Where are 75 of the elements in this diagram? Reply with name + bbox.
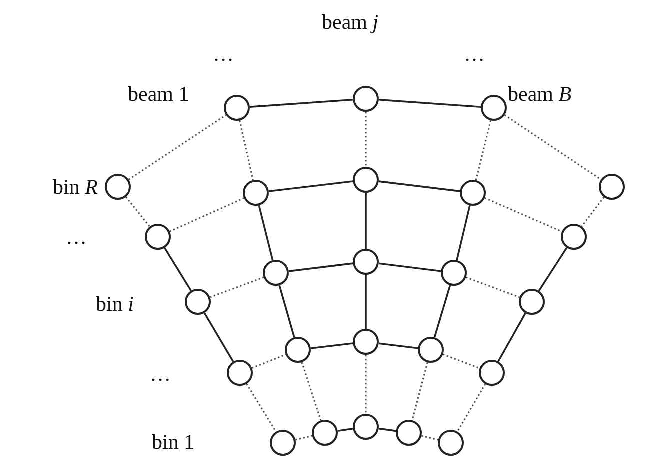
circle-node [441,260,467,286]
circle-node [396,420,422,446]
dotted-line [295,435,313,441]
circle-node [418,337,444,363]
connector-line [278,285,296,338]
connector-line [378,180,460,192]
beam-label: beam j [322,12,379,33]
dotted-line [210,276,264,298]
circle-node [227,360,253,386]
circle-node [479,360,505,386]
circle-node [285,337,311,363]
dotted-line [442,354,480,370]
connector-line [365,193,367,249]
circle-node [243,180,269,206]
dotted-line [581,196,605,228]
circle-node [353,414,379,440]
ellipsis: … [213,44,234,65]
bin-label: bin i [96,294,134,315]
ellipsis: … [464,44,485,65]
connector-line [456,205,471,261]
dotted-line [246,384,277,432]
circle-node [224,95,250,121]
connector-line [204,312,234,362]
dotted-line [466,276,520,298]
dotted-line [421,435,439,441]
connector-line [310,342,354,350]
beam-label: beam B [508,84,572,105]
connector-line [538,247,568,292]
circle-node [519,289,545,315]
circle-node [312,420,338,446]
circle-node [145,224,171,250]
connector-line [288,262,354,272]
connector-line [378,262,442,272]
dotted-line [456,384,486,432]
connector-line [378,428,396,432]
dotted-line [170,198,244,232]
connector-line [365,275,367,329]
dotted-line [412,362,428,421]
circle-node [353,329,379,355]
circle-node [353,249,379,275]
circle-node [460,180,486,206]
connector-line [250,99,354,108]
circle-node [353,86,379,112]
connector-line [164,248,192,292]
connector-line [258,205,274,261]
dotted-line [239,120,254,180]
beam-label: beam 1 [128,84,190,105]
ellipsis: … [66,227,87,248]
circle-node [105,174,131,200]
bin-label: bin R [53,177,98,198]
dotted-line [252,354,286,369]
dotted-line [484,197,562,233]
connector-line [338,428,354,432]
dotted-line [301,362,322,421]
ellipsis: … [150,364,171,385]
bin-label: bin 1 [152,432,195,453]
connector-line [378,342,418,350]
circle-node [353,167,379,193]
dotted-line [128,114,227,180]
dotted-line [475,120,492,181]
connector-line [378,99,482,108]
dotted-line [365,112,367,167]
circle-node [599,174,625,200]
circle-node [481,95,507,121]
circle-node [438,430,464,456]
circle-node [270,430,296,456]
dotted-line [504,114,602,180]
dotted-line [126,196,150,228]
circle-node [263,260,289,286]
connector-line [434,285,452,338]
circle-node [185,289,211,315]
connector-line [268,180,354,192]
circle-node [561,224,587,250]
dotted-line [365,355,367,414]
connector-line [498,312,526,362]
